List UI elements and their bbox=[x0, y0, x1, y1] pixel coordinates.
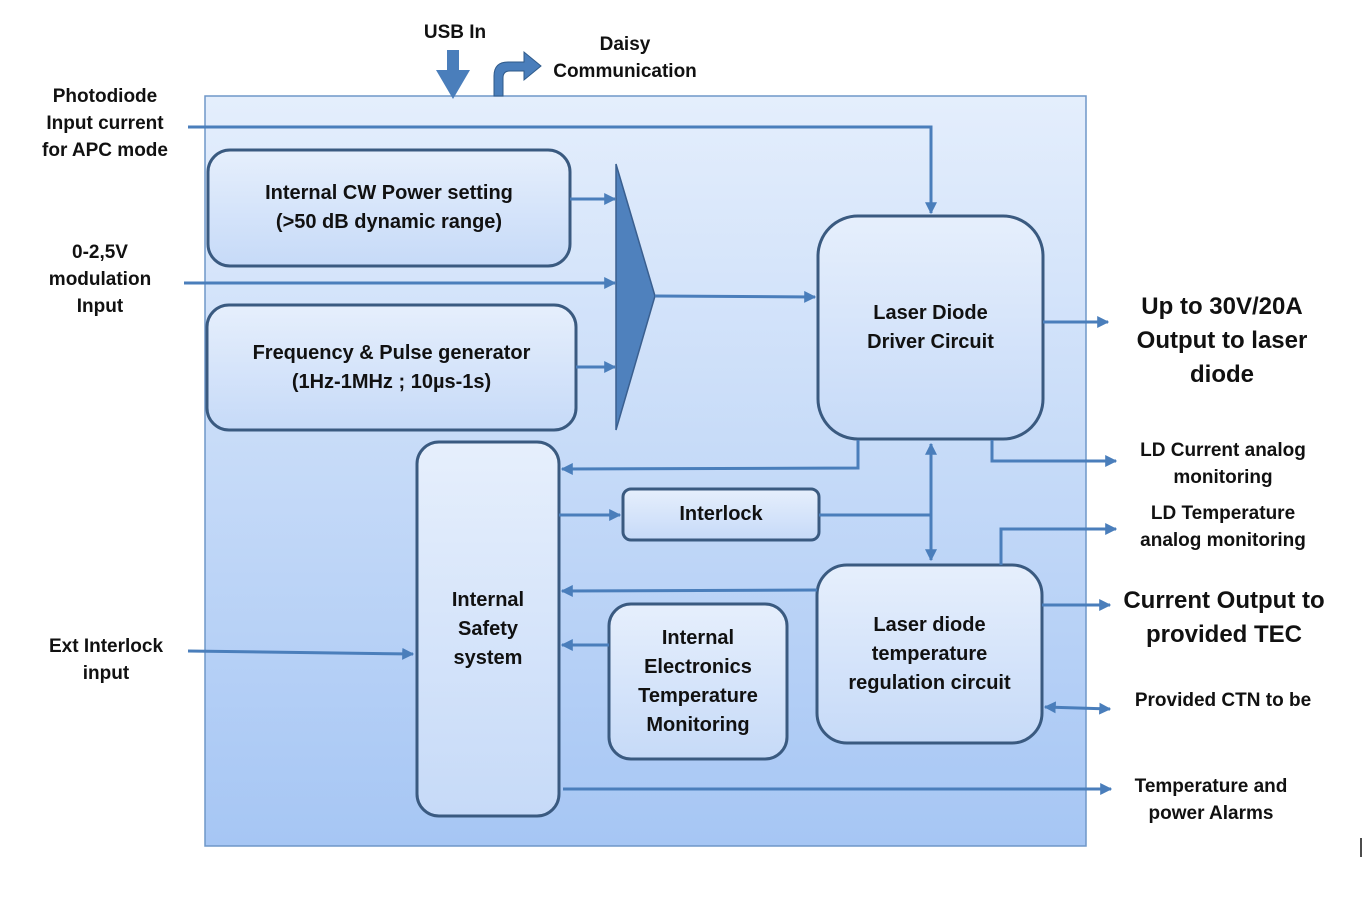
alarms-label-line-1: Temperature and bbox=[1134, 776, 1288, 797]
ld-output-label-line-3: diode bbox=[1190, 361, 1254, 388]
modulation-label-line-2: modulation bbox=[48, 269, 152, 290]
cw-power-label-line-2: (>50 dB dynamic range) bbox=[275, 211, 503, 233]
ext-interlock-label: Ext Interlock input bbox=[36, 633, 176, 687]
modulation-label-line-3: Input bbox=[76, 296, 124, 317]
interlock-label: Interlock bbox=[623, 489, 819, 540]
photodiode-label-line-1: Photodiode bbox=[52, 86, 158, 107]
photodiode-label-line-3: for APC mode bbox=[42, 140, 168, 161]
safety-block bbox=[415, 440, 561, 818]
ld-current-monitor-connector bbox=[990, 440, 1118, 467]
tec-output-label: Current Output to provided TEC bbox=[1110, 584, 1338, 652]
ext-interlock-label-line-1: Ext Interlock bbox=[48, 636, 164, 657]
daisy-arrow bbox=[493, 50, 542, 97]
temp-reg-block bbox=[815, 563, 1044, 745]
elec-temp-block bbox=[607, 602, 789, 761]
usb-in-label-line-1: USB In bbox=[423, 22, 487, 43]
ld-temp-monitor-label-line-2: analog monitoring bbox=[1140, 530, 1306, 551]
tec-output-label-line-2: provided TEC bbox=[1145, 621, 1302, 648]
freq-pulse-label: Frequency & Pulse generator (1Hz-1MHz ; 1… bbox=[207, 305, 576, 430]
elec-temp-label-line-2: Electronics bbox=[644, 655, 752, 678]
ld-driver-label-line-2: Driver Circuit bbox=[867, 330, 994, 353]
photodiode-label-line-2: Input current bbox=[46, 113, 164, 134]
safety-label-line-1: Internal bbox=[451, 588, 525, 611]
temp-reg-label-line-1: Laser diode bbox=[873, 613, 986, 636]
cw-power-label-line-1: Internal CW Power setting bbox=[265, 182, 513, 204]
elec-temp-label-line-3: Temperature bbox=[638, 684, 758, 707]
ld-output-label: Up to 30V/20A Output to laser diode bbox=[1110, 290, 1334, 392]
driver-to-safety-connector bbox=[560, 440, 860, 475]
ld-output-label-line-2: Output to laser bbox=[1136, 327, 1308, 354]
ctn-label-line-1: Provided CTN to be bbox=[1134, 690, 1312, 711]
temp-reg-to-safety-connector bbox=[560, 584, 818, 597]
temp-reg-label: Laser diode temperature regulation circuit bbox=[817, 565, 1042, 743]
ld-current-monitor-label: LD Current analog monitoring bbox=[1128, 437, 1318, 491]
safety-label-line-2: Safety bbox=[457, 617, 519, 640]
ld-driver-label-line-1: Laser Diode bbox=[873, 301, 988, 324]
ld-current-monitor-label-line-2: monitoring bbox=[1173, 467, 1273, 488]
temp-reg-label-line-2: temperature bbox=[871, 642, 988, 665]
cw-power-block bbox=[206, 148, 572, 268]
daisy-label-line-1: Daisy bbox=[599, 34, 651, 55]
combiner-to-driver-connector bbox=[654, 290, 817, 303]
ld-current-monitor-label-line-1: LD Current analog bbox=[1140, 440, 1306, 461]
elec-temp-label-line-4: Monitoring bbox=[646, 713, 750, 736]
photodiode-connector bbox=[188, 125, 937, 215]
ld-driver-block bbox=[816, 214, 1045, 441]
freq-pulse-label-line-1: Frequency & Pulse generator bbox=[252, 341, 531, 364]
usb-in-label: USB In bbox=[405, 19, 505, 46]
alarms-label: Temperature and power Alarms bbox=[1118, 773, 1304, 827]
freq-pulse-label-line-2: (1Hz-1MHz ; 10µs-1s) bbox=[291, 370, 492, 393]
usb-in-arrow bbox=[436, 50, 470, 99]
daisy-label-line-2: Communication bbox=[553, 61, 697, 82]
ext-interlock-connector bbox=[187, 647, 415, 660]
ld-temp-monitor-label-line-1: LD Temperature bbox=[1150, 503, 1296, 524]
ld-output-label-line-1: Up to 30V/20A bbox=[1141, 293, 1303, 320]
modulation-label-line-1: 0-2,5V bbox=[72, 242, 128, 263]
elec-temp-label-line-1: Internal bbox=[661, 626, 735, 649]
ext-interlock-label-line-2: input bbox=[82, 663, 130, 684]
tec-output-label-line-1: Current Output to bbox=[1123, 587, 1325, 614]
safety-label-line-3: system bbox=[453, 646, 523, 669]
ld-temp-monitor-label: LD Temperature analog monitoring bbox=[1125, 500, 1321, 554]
ctn-label: Provided CTN to be bbox=[1130, 687, 1316, 714]
cw-power-label: Internal CW Power setting (>50 dB dynamic… bbox=[208, 150, 570, 266]
temp-reg-label-line-3: regulation circuit bbox=[848, 671, 1011, 694]
signal-combiner bbox=[615, 163, 656, 431]
ctn-connector bbox=[1043, 701, 1112, 715]
interlock-label-line-1: Interlock bbox=[679, 503, 763, 525]
ld-temp-monitor-connector bbox=[999, 523, 1118, 565]
alarms-label-line-2: power Alarms bbox=[1148, 803, 1274, 824]
